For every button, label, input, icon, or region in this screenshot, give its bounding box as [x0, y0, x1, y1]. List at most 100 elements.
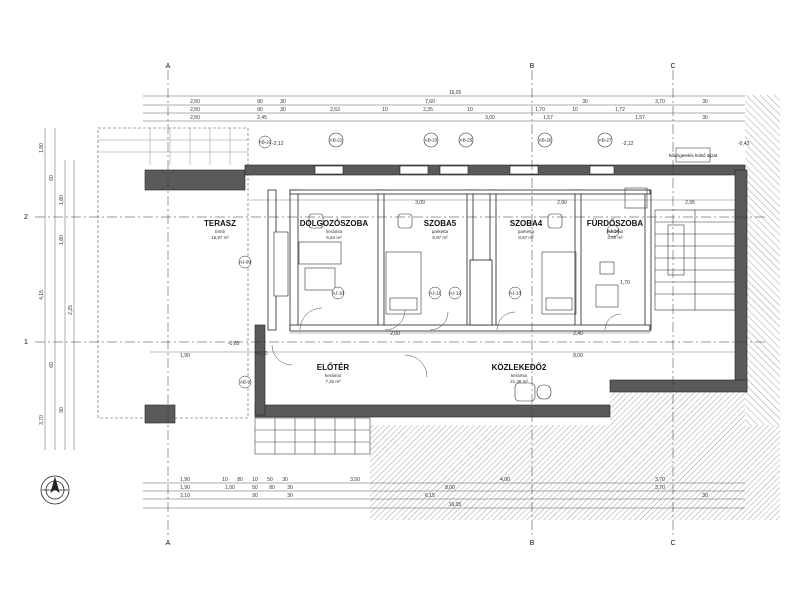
dim-bot-r3-4: 30	[702, 493, 708, 499]
dim-bot-r1-8: 3,70	[655, 477, 665, 483]
window-tag-3: AB-25	[460, 138, 473, 143]
door-tag-2: AJ-11	[429, 291, 441, 296]
room-name-furdo: FÜRDŐSZOBA	[587, 219, 644, 228]
note-box	[675, 147, 711, 163]
room-material-kozlekedo: kerámia	[511, 373, 528, 378]
dim-top-r2-2: 30	[280, 107, 286, 113]
north-arrow-icon	[40, 475, 70, 505]
grid-label-b-top: B	[530, 63, 535, 70]
dim-inner-4: 8,00	[573, 353, 583, 359]
door-tag-8: AB-22	[259, 140, 272, 145]
dim-top-r3-1: 2,45	[257, 115, 267, 121]
door-swings	[271, 307, 622, 378]
grid-label-a-top: A	[166, 63, 171, 70]
dimension-lines-bottom	[143, 482, 745, 509]
dim-bot-r1-0: 1,90	[180, 477, 190, 483]
dim-top-total: 16,05	[449, 90, 462, 96]
dim-top-r1-5: 3,70	[655, 99, 665, 105]
window-tag-4: AB-26	[539, 138, 552, 143]
door-tag-markers	[238, 135, 620, 389]
dim-bot-r2-0: 1,90	[180, 485, 190, 491]
note-text: hőszigetelés külső aljzat	[669, 153, 718, 158]
dim-top-r2-9: 1,72	[615, 107, 625, 113]
dim-left-4: 1,80	[59, 235, 65, 245]
terrain-hatch-right	[745, 95, 780, 425]
room-area-szoba4: 8,97 m²	[518, 235, 534, 240]
dim-bot-r2-5: 8,00	[445, 485, 455, 491]
level-2: -0,43	[738, 141, 750, 147]
dim-top-r1-3: 7,60	[425, 99, 435, 105]
dim-bottom-total: 16,05	[449, 502, 462, 508]
right-stair	[654, 209, 736, 311]
dim-bot-r1-7: 4,00	[500, 477, 510, 483]
room-material-szoba4: parketta	[518, 229, 535, 234]
dim-left-3: 4,15	[39, 290, 45, 300]
window-openings	[273, 165, 615, 297]
dim-top-r3-4: 1,57	[635, 115, 645, 121]
grid-axis-lines	[35, 70, 765, 535]
dim-top-r2-7: 1,70	[535, 107, 545, 113]
grid-label-c-top: C	[670, 63, 675, 70]
dim-inner-5: 2,95	[685, 200, 695, 206]
dim-top-r2-6: 10	[467, 107, 473, 113]
dim-top-r1-4: 30	[582, 99, 588, 105]
dim-bot-r2-2: 50	[252, 485, 258, 491]
window-tag-1: AB-21	[330, 138, 343, 143]
dim-left-5: 2,25	[68, 305, 74, 315]
dim-bot-r1-3: 10	[252, 477, 258, 483]
terrain-hatch-bottom	[370, 425, 780, 520]
dim-top-r3-0: 2,50	[190, 115, 200, 121]
dim-bot-r2-3: 80	[269, 485, 275, 491]
dim-top-r1-1: 90	[257, 99, 263, 105]
dimension-lines-top	[143, 95, 745, 122]
furniture	[298, 187, 685, 402]
room-material-eloter: kerámia	[325, 373, 342, 378]
room-area-terasz: 15,97 m²	[211, 235, 229, 240]
dim-bot-r2-4: 30	[287, 485, 293, 491]
dimension-lines-left	[44, 128, 75, 450]
level-1: -2,12	[622, 141, 634, 147]
room-material-szoba5: parketta	[432, 229, 449, 234]
door-tag-4: AJ-13	[509, 291, 521, 296]
room-name-terasz: TERASZ	[204, 219, 236, 228]
dim-bot-r3-3: 6,15	[425, 493, 435, 499]
dim-bot-r1-4: 50	[267, 477, 273, 483]
dim-bot-r1-2: 80	[237, 477, 243, 483]
door-tag-3: AJ-12	[449, 291, 461, 296]
dim-bot-r3-0: 2,10	[180, 493, 190, 499]
dim-top-r2-4: 10	[382, 107, 388, 113]
dim-inner-7: 1,70	[620, 280, 630, 286]
room-name-dolgozo: DOLGOZÓSZOBA	[300, 219, 369, 228]
dim-inner-1: 2,00	[390, 331, 400, 337]
room-area-furdo: 3,40 m²	[607, 235, 623, 240]
door-tag-5: AJ-14	[607, 229, 619, 234]
dim-inner-0: 1,90	[180, 353, 190, 359]
room-name-eloter: ELŐTÉR	[317, 363, 350, 372]
interior-walls	[267, 189, 652, 332]
door-tag-6: AJ-09	[239, 260, 251, 265]
exterior-walls	[144, 164, 748, 424]
room-area-eloter: 7,32 m²	[325, 379, 341, 384]
dim-top-r1-6: 30	[702, 99, 708, 105]
dim-bot-r3-1: 90	[252, 493, 258, 499]
dim-left-8: 3,70	[39, 415, 45, 425]
dim-top-r1-0: 2,50	[190, 99, 200, 105]
room-name-kozlekedo: KÖZLEKEDŐ2	[492, 363, 547, 372]
door-tag-1: AJ-10	[332, 291, 344, 296]
grid-label-c-bottom: C	[670, 540, 675, 547]
dim-top-r3-3: 1,57	[543, 115, 553, 121]
terrain-hatch-corner	[610, 390, 745, 425]
dim-top-r3-5: 30	[702, 115, 708, 121]
dim-top-r2-1: 90	[257, 107, 263, 113]
dim-left-7: 90	[59, 407, 65, 413]
inner-dimension-lines	[150, 199, 745, 353]
grid-label-b-bottom: B	[530, 540, 535, 547]
dim-top-r2-5: 2,35	[423, 107, 433, 113]
dim-inner-2: 2,40	[573, 331, 583, 337]
level-3: -0,60	[228, 341, 240, 347]
dim-bot-r1-6: 3,50	[350, 477, 360, 483]
dim-top-r2-3: 2,63	[330, 107, 340, 113]
dim-bot-r1-1: 10	[222, 477, 228, 483]
dim-inner-6: 2,90	[557, 200, 567, 206]
